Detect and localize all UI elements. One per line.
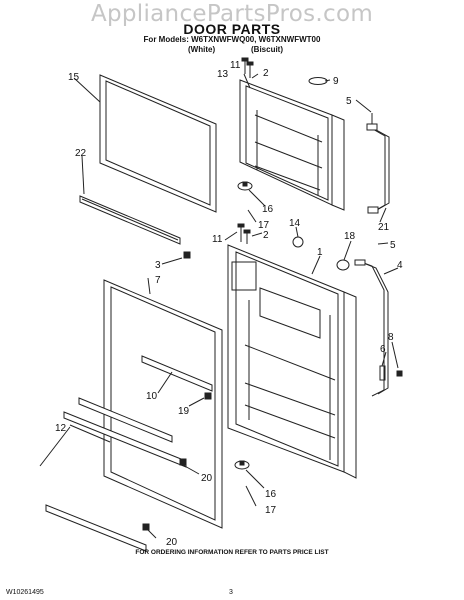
page-number: 3 <box>229 589 233 596</box>
variant-white: (White) <box>188 45 216 54</box>
callout-10: 10 <box>146 391 158 402</box>
callout-labels: 15 22 11 2 13 9 5 16 17 14 21 11 2 1 18 … <box>55 60 403 548</box>
door-stop-part <box>336 259 350 271</box>
models-line: For Models: W6TXNWFWQ00, W6TXNWFWT00 <box>143 35 321 44</box>
callout-21: 21 <box>378 222 390 233</box>
callout-2-mid: 2 <box>263 230 269 241</box>
trim-cap-part <box>308 77 328 85</box>
callout-19: 19 <box>178 406 190 417</box>
freezer-door <box>239 79 345 211</box>
callout-20-mid: 20 <box>201 473 213 484</box>
callout-2-top: 2 <box>263 68 269 79</box>
callout-16-top: 16 <box>262 204 274 215</box>
fresh-food-door <box>227 244 357 479</box>
watermark: AppliancePartsPros.com <box>90 1 374 27</box>
screws-middle <box>237 223 251 244</box>
callout-20-bottom: 20 <box>166 537 178 548</box>
retainer-clips <box>142 251 212 531</box>
callout-3: 3 <box>155 260 161 271</box>
screws-top <box>241 57 254 78</box>
freezer-hinge-part <box>237 181 253 191</box>
ordering-info: FOR ORDERING INFORMATION REFER TO PARTS … <box>135 549 329 556</box>
callout-6: 6 <box>380 344 386 355</box>
page-title: DOOR PARTS <box>183 21 281 37</box>
callout-16-bottom: 16 <box>265 489 277 500</box>
document-number: W10261495 <box>6 589 44 596</box>
callout-9: 9 <box>333 76 339 87</box>
retainer-strip-inner <box>141 355 213 392</box>
fresh-food-door-gasket <box>103 279 223 529</box>
callout-5-top: 5 <box>346 96 352 107</box>
callout-22: 22 <box>75 148 87 159</box>
variant-biscuit: (Biscuit) <box>251 45 283 54</box>
callout-18: 18 <box>344 231 356 242</box>
callout-4: 4 <box>397 260 403 271</box>
stop-part <box>292 236 304 248</box>
callout-15: 15 <box>68 72 80 83</box>
freezer-door-handle <box>366 123 390 214</box>
callout-1: 1 <box>317 247 323 258</box>
callout-17-top: 17 <box>258 220 270 231</box>
callout-13: 13 <box>217 69 229 80</box>
freezer-retainer-strip <box>79 195 181 245</box>
callout-12: 12 <box>55 423 67 434</box>
leader-lines <box>39 73 399 539</box>
fresh-food-door-handle <box>354 259 389 397</box>
fresh-food-hinge-part <box>234 460 250 470</box>
callout-17-bottom: 17 <box>265 505 277 516</box>
freezer-door-gasket <box>99 74 217 213</box>
callout-8: 8 <box>388 332 394 343</box>
callout-14: 14 <box>289 218 301 229</box>
fresh-food-retainer-strips <box>45 397 187 552</box>
handle-screw-parts <box>379 365 403 381</box>
callout-11-top: 11 <box>230 60 241 71</box>
callout-7: 7 <box>155 275 161 286</box>
callout-5-mid: 5 <box>390 240 396 251</box>
callout-11-mid: 11 <box>212 234 223 245</box>
